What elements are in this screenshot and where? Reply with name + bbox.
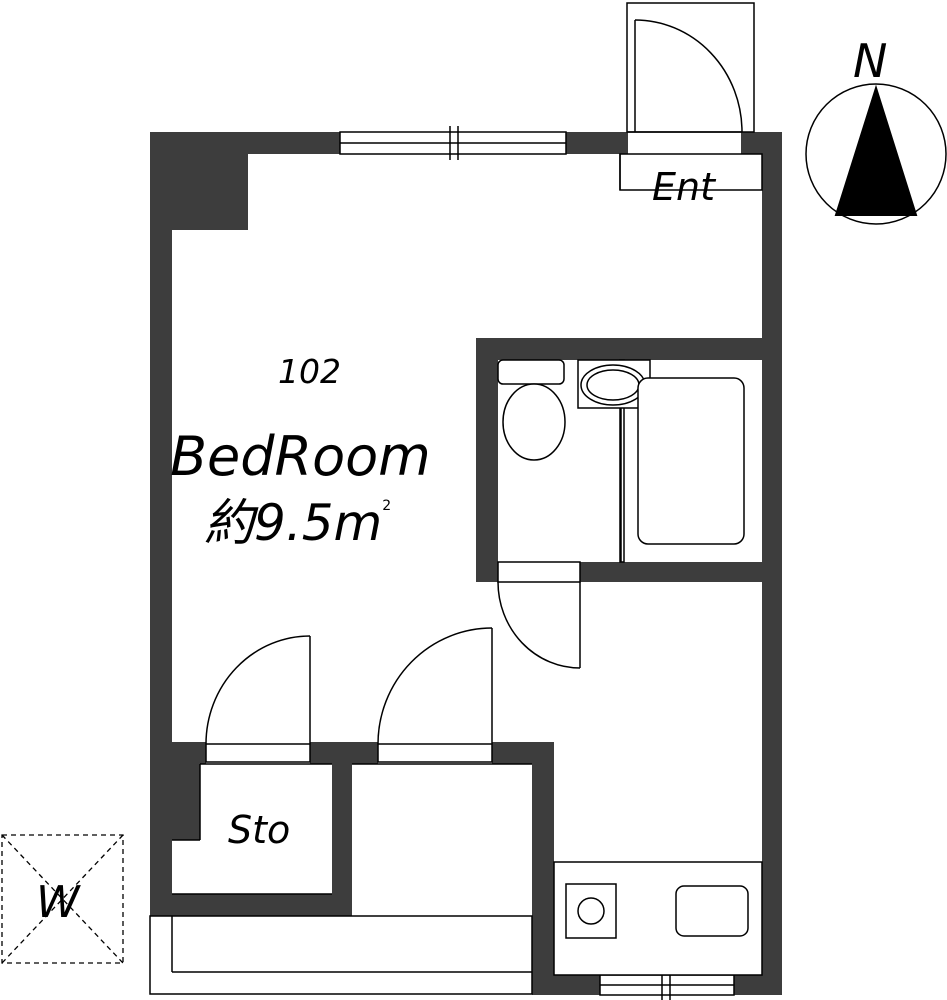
kitchen-counter xyxy=(553,861,763,976)
wall-bottom-left xyxy=(150,894,352,916)
washer-placement: W xyxy=(1,834,124,964)
toilet-bowl xyxy=(502,383,566,461)
compass: N xyxy=(805,34,947,225)
entrance-area xyxy=(619,2,763,191)
room-name: BedRoom xyxy=(170,425,431,488)
compass-north-label: N xyxy=(853,34,887,88)
storage-door-swing xyxy=(205,635,311,745)
bath-door-threshold xyxy=(497,561,581,583)
wall-bottom-right-b xyxy=(734,975,782,995)
bathtub xyxy=(637,377,745,545)
wall-top-mid xyxy=(566,132,628,154)
wall-bath-left xyxy=(476,338,498,582)
stove-burner xyxy=(577,897,605,925)
wall-left xyxy=(150,132,172,912)
toilet-tank xyxy=(497,359,565,385)
balcony-outline xyxy=(149,915,533,995)
area-unit-sup: 2 xyxy=(382,498,391,514)
window-top xyxy=(339,126,567,160)
wall-closet-right xyxy=(532,742,554,994)
area-value: 9.5 xyxy=(254,494,334,552)
wall-bath-top xyxy=(476,338,782,360)
wall-closet-top-left xyxy=(172,742,206,764)
kitchen-sink xyxy=(675,885,749,937)
wall-right-lower xyxy=(762,582,782,994)
storage-outline xyxy=(172,763,332,895)
wall-storage-divider xyxy=(332,742,352,916)
room-area: 約9.5m2 xyxy=(204,494,391,552)
wall-bath-bottom xyxy=(580,562,782,582)
sink-basin-inner xyxy=(586,369,640,401)
washer-label: W xyxy=(36,877,81,928)
bath-door-swing xyxy=(497,581,581,669)
entrance-door-swing xyxy=(634,19,743,133)
walls xyxy=(150,132,782,995)
storage-label: Sto xyxy=(228,808,290,852)
unit-number: 102 xyxy=(278,352,341,391)
closet-door-swing xyxy=(377,627,493,745)
area-prefix: 約 xyxy=(204,494,259,552)
area-unit: m xyxy=(334,494,383,552)
closet-door xyxy=(377,627,493,763)
wall-bottom-right-a xyxy=(532,975,600,995)
entrance-label: Ent xyxy=(652,165,717,209)
storage-door xyxy=(205,635,311,763)
bathroom xyxy=(497,359,745,669)
entrance-door-frame xyxy=(626,2,755,133)
